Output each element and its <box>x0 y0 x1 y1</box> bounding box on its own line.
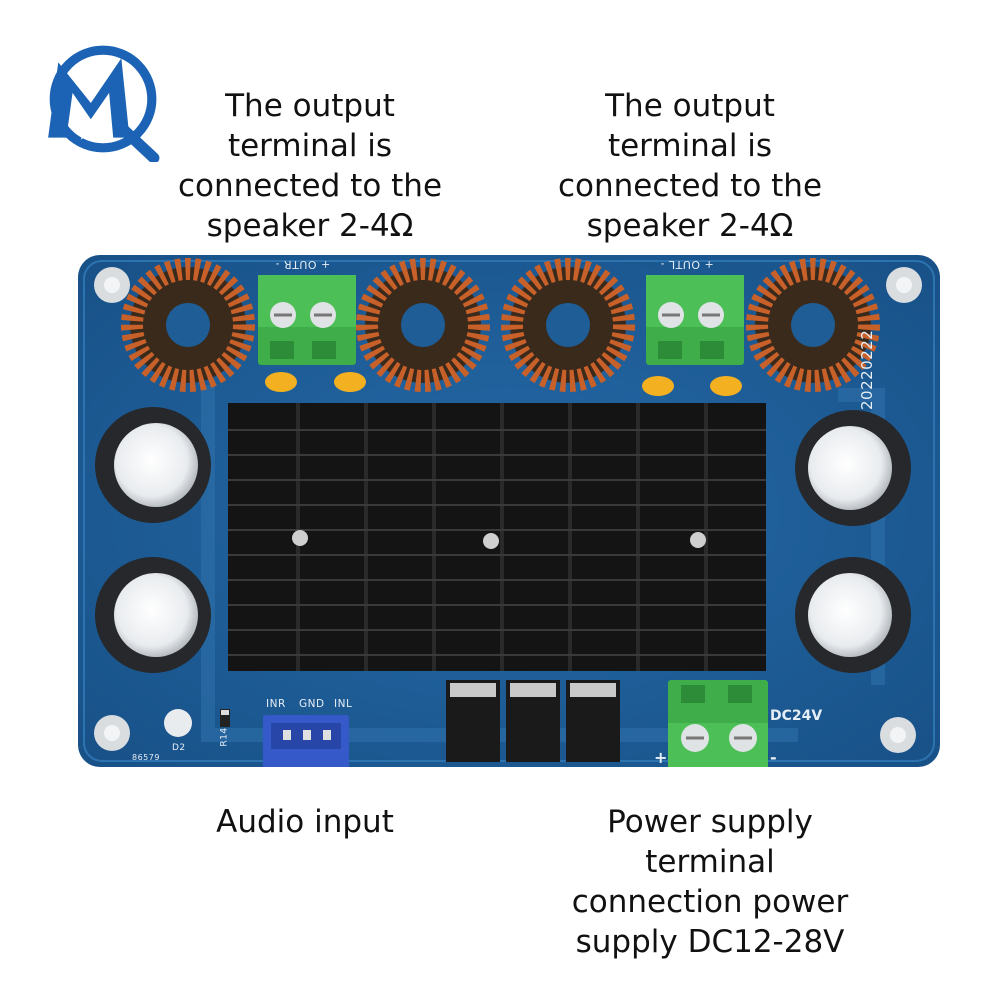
silk-d2: D2 <box>172 743 186 753</box>
amplifier-board <box>78 255 940 767</box>
inductor-3 <box>501 258 635 392</box>
heatsink <box>228 403 766 671</box>
mount-hole-bl <box>94 715 130 751</box>
electrolytic-capacitor-2 <box>95 557 211 673</box>
audio-input-connector[interactable] <box>263 715 349 767</box>
silk-minus: - <box>770 748 777 767</box>
audio-input-caption: Audio input <box>216 804 394 840</box>
silk-r14: R14 <box>219 727 230 747</box>
mosfets <box>446 680 620 762</box>
brand-logo <box>48 45 160 162</box>
silk-outl: + OUTL - <box>660 258 714 271</box>
output-terminal-left[interactable] <box>646 275 744 365</box>
electrolytic-capacitor-3 <box>795 410 911 526</box>
silk-gnd: GND <box>299 698 325 710</box>
led-d2 <box>164 709 192 737</box>
electrolytic-capacitor-4 <box>795 557 911 673</box>
power-supply-caption: Power supply terminal connection power s… <box>571 804 849 960</box>
output-right-caption: The output terminal is connected to the … <box>557 88 823 244</box>
ceramic-capacitors <box>265 372 742 396</box>
resistor-r14 <box>220 709 230 727</box>
output-terminal-right[interactable] <box>258 275 356 365</box>
silk-date-code: 20220222 <box>858 329 876 410</box>
mount-hole-tl <box>94 267 130 303</box>
silk-board-code: 86579 <box>132 753 160 762</box>
mount-hole-tr <box>886 267 922 303</box>
electrolytic-capacitor-1 <box>95 407 211 523</box>
silk-dc24v: DC24V <box>770 708 823 724</box>
inductor-1 <box>121 258 255 392</box>
inductor-2 <box>356 258 490 392</box>
silk-plus: + <box>654 748 668 767</box>
silk-inr: INR <box>266 698 286 710</box>
output-left-caption: The output terminal is connected to the … <box>177 88 443 244</box>
inductor-4 <box>746 258 880 392</box>
silk-inl: INL <box>334 698 353 710</box>
power-terminal[interactable] <box>668 680 768 767</box>
silk-outr: + OUTR - <box>275 258 331 271</box>
mount-hole-br <box>880 717 916 753</box>
